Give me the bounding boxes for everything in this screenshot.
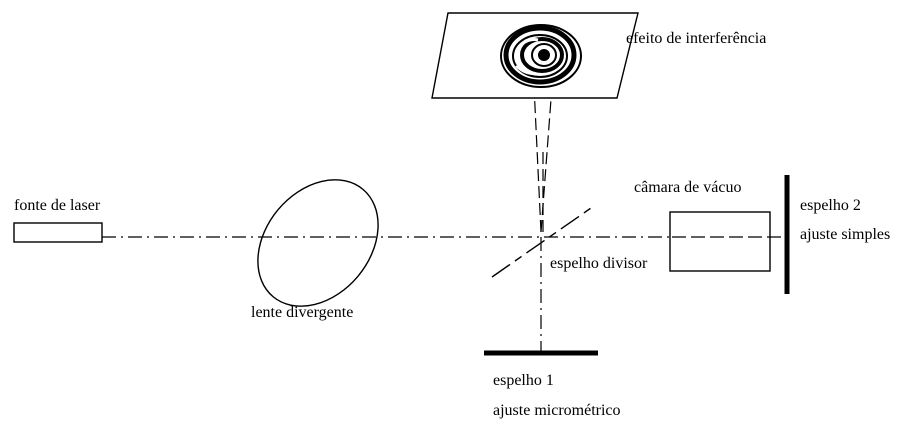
vacuum-chamber-label: câmara de vácuo [634,179,741,196]
interference-fringes [500,24,582,88]
mirror2-title-label: espelho 2 [800,197,861,214]
mirror2-adjust-label: ajuste simples [800,226,890,243]
mirror1-title-label: espelho 1 [493,372,554,389]
interference-label: efeito de interferência [626,30,766,47]
beam-to-screen-left [533,85,542,233]
laser-source-box [13,222,103,243]
observation-screen [431,12,639,99]
mirror1-adjust-label: ajuste micrométrico [493,402,621,419]
diverging-lens-label: lente divergente [251,304,353,321]
laser-source-label: fonte de laser [14,197,101,214]
beam-splitter-label: espelho divisor [550,255,648,272]
diverging-lens [257,179,379,307]
vacuum-chamber-box [669,211,771,272]
